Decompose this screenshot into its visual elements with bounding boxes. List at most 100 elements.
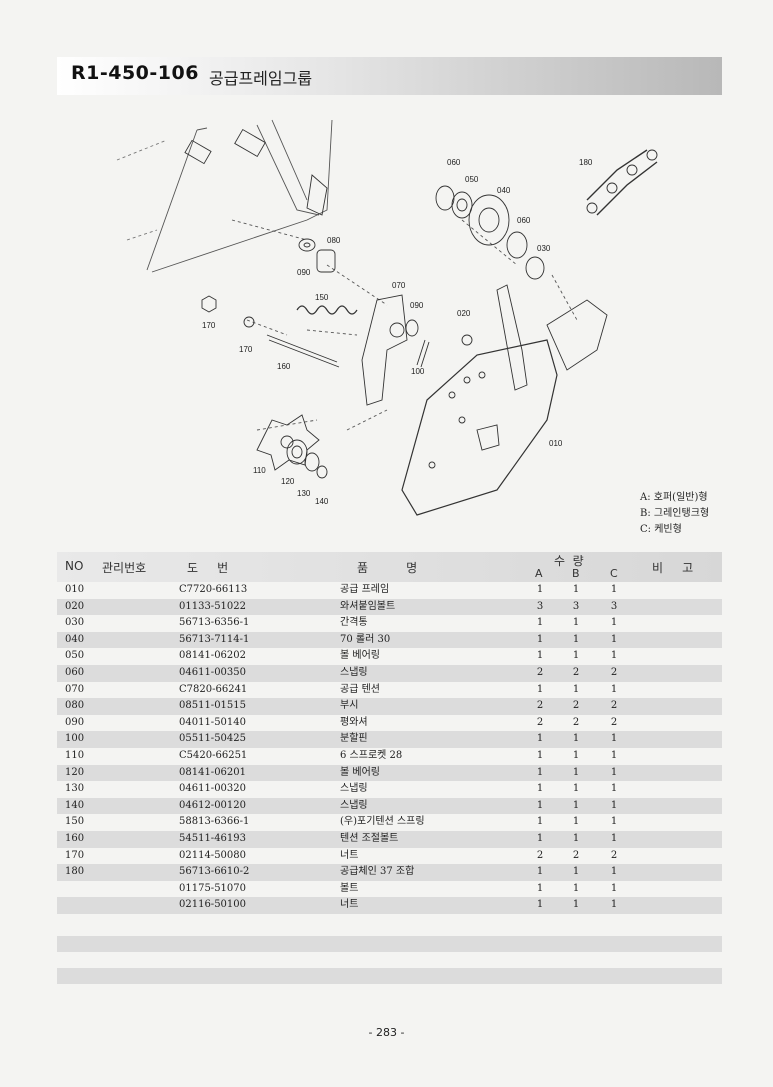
page-number: - 283 - [368,1026,405,1039]
qty-c: 1 [610,899,618,911]
qty-b: 1 [572,766,580,778]
part-name: 스냅링 [340,799,368,811]
part-name: 공급 텐션 [340,683,380,695]
qty-c: 1 [610,617,618,629]
qty-a: 2 [536,716,544,728]
part-name: 부시 [340,700,359,712]
part-no: 010 [65,584,85,595]
qty-a: 2 [536,849,544,861]
drawing-number: 04611-00350 [179,666,247,678]
qty-a: 1 [536,633,544,645]
part-no: 120 [65,766,85,778]
callout-090b: 090 [410,301,424,310]
drawing-number: C5420-66251 [179,749,248,761]
drawing-number: 58813-6366-1 [179,816,250,828]
part-no: 110 [65,749,85,761]
qty-c: 2 [610,849,618,861]
legend-item-c: C: 케빈형 [640,524,682,535]
qty-a: 1 [536,584,544,595]
part-name: 공급 프레임 [340,584,390,595]
qty-a: 2 [536,666,544,678]
callout-050: 050 [465,175,479,184]
part-no: 140 [65,799,85,811]
qty-a: 1 [536,899,544,911]
qty-c: 2 [610,716,618,728]
qty-b: 1 [572,683,580,695]
part-no: 030 [65,617,85,629]
legend-item-a: A: 호퍼(일반)형 [640,492,708,503]
variant-legend: A: 호퍼(일반)형 B: 그레인탱크형 C: 케빈형 [640,490,709,538]
callout-070: 070 [392,281,406,290]
qty-b: 2 [572,716,580,728]
qty-c: 1 [610,832,618,844]
qty-a: 1 [536,816,544,828]
drawing-number: 01175-51070 [179,882,247,894]
qty-b: 2 [572,666,580,678]
part-no: 130 [65,783,85,795]
page-header: R1-450-106 공급프레임그룹 [57,57,722,95]
qty-b: 1 [572,799,580,811]
col-qty-a: A [535,567,543,580]
qty-c: 2 [610,666,618,678]
callout-180: 180 [579,158,593,167]
col-qty-c: C [610,567,618,580]
callout-060: 060 [447,158,461,167]
part-no: 040 [65,633,85,645]
group-code: R1-450-106 [71,62,199,84]
qty-b: 2 [572,849,580,861]
callout-040: 040 [497,186,511,195]
part-no: 170 [65,849,85,861]
diagram-svg: 060 050 040 060 030 180 080 090 070 150 … [116,119,658,516]
qty-c: 1 [610,816,618,828]
qty-a: 1 [536,749,544,761]
part-name: 간격통 [340,617,368,629]
drawing-number: 54511-46193 [179,832,247,844]
part-no: 080 [65,700,85,712]
col-qty: 수 량 [554,554,584,568]
qty-c: 1 [610,584,618,595]
qty-a: 1 [536,733,544,745]
part-name: 공급체인 37 조합 [340,866,415,878]
part-name: 스냅링 [340,783,368,795]
callout-010: 010 [549,439,563,448]
qty-c: 1 [610,766,618,778]
qty-b: 2 [572,700,580,712]
callout-150: 150 [315,293,329,302]
part-name: (우)포기텐션 스프링 [340,816,425,828]
part-name: 볼트 [340,882,359,894]
part-name: 텐션 조절볼트 [340,832,399,844]
drawing-number: 08511-01515 [179,700,247,712]
part-no: 180 [65,866,85,878]
part-no: 160 [65,832,85,844]
part-name: 스냅링 [340,666,368,678]
drawing-number: 04612-00120 [179,799,247,811]
qty-b: 1 [572,584,580,595]
callout-160: 160 [277,362,291,371]
part-name: 분할핀 [340,733,368,745]
callout-080: 080 [327,236,341,245]
drawing-number: 04011-50140 [179,716,247,728]
callout-170b: 170 [239,345,253,354]
qty-c: 1 [610,733,618,745]
part-name: 70 롤러 30 [340,633,391,645]
drawing-number: 02114-50080 [179,849,247,861]
qty-b: 1 [572,749,580,761]
empty-row [57,936,722,952]
drawing-number: 08141-06202 [179,650,247,662]
drawing-number: C7720-66113 [179,584,248,595]
callout-110: 110 [253,466,266,475]
qty-a: 1 [536,766,544,778]
qty-c: 1 [610,866,618,878]
callout-170: 170 [202,321,216,330]
part-name: 너트 [340,899,359,911]
drawing-number: 02116-50100 [179,899,247,911]
